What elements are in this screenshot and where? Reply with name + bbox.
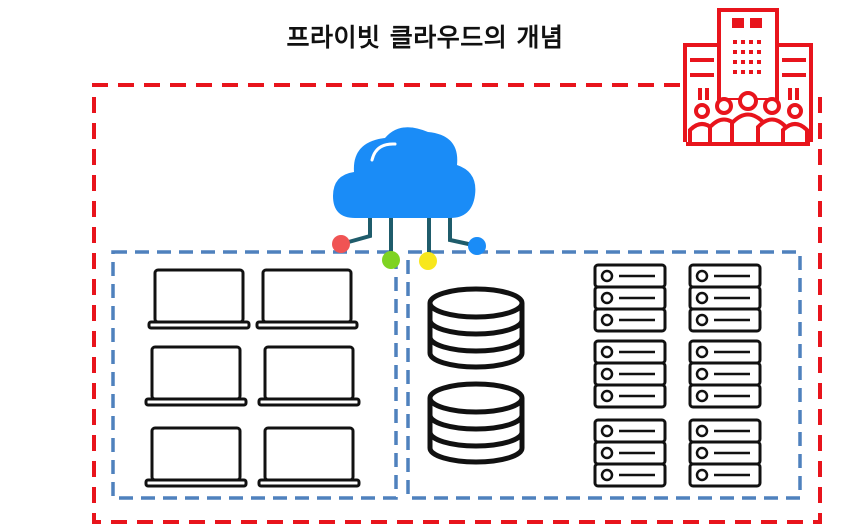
- laptop-icon: [257, 426, 361, 488]
- server-rack-icon: [593, 263, 667, 333]
- laptop-icon: [144, 345, 248, 407]
- laptop-icon: [257, 345, 361, 407]
- office-building-with-people-icon: [683, 8, 813, 146]
- laptop-icon: [255, 268, 359, 330]
- private-boundary: [92, 83, 822, 524]
- cloud-network-icon: [332, 127, 486, 270]
- database-icon: [430, 289, 522, 367]
- laptop-icon: [147, 268, 251, 330]
- server-rack-icon: [688, 339, 762, 409]
- server-rack-icon: [688, 263, 762, 333]
- page-title: 프라이빗 클라우드의 개념: [286, 23, 564, 52]
- database-icon: [430, 384, 522, 462]
- server-rack-icon: [593, 418, 667, 488]
- client-devices-box: [111, 250, 398, 500]
- server-rack-icon: [688, 418, 762, 488]
- server-rack-icon: [593, 339, 667, 409]
- laptop-icon: [144, 426, 248, 488]
- infrastructure-box: [406, 250, 802, 500]
